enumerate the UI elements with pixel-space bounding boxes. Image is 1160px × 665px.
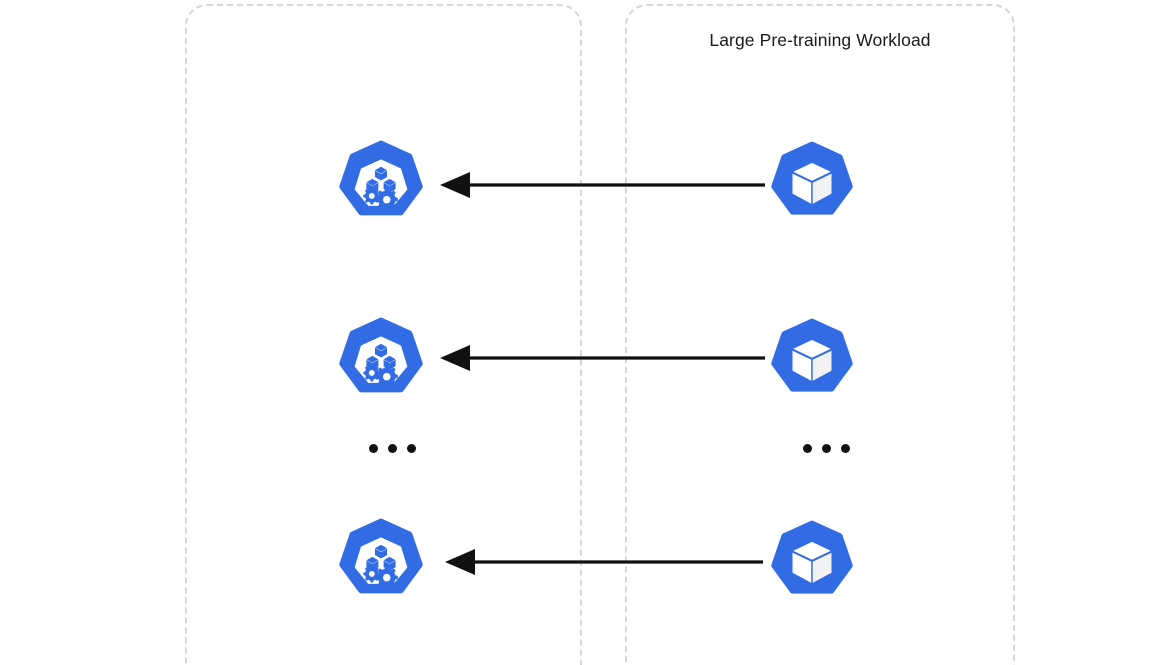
container-cube-icon	[770, 520, 854, 605]
ellipsis-dot	[388, 444, 397, 453]
group-title-right: Large Pre-training Workload	[709, 30, 931, 50]
ellipsis-dot	[822, 444, 831, 453]
arrow-row-2	[440, 343, 765, 373]
kubernetes-cluster-icon	[338, 317, 424, 404]
kubernetes-cluster-icon	[338, 518, 424, 605]
arrow-row-1	[440, 170, 765, 200]
group-container-right: Large Pre-training Workload	[625, 4, 1015, 665]
arrow-row-3	[445, 547, 763, 577]
ellipsis-dot	[369, 444, 378, 453]
ellipsis-left: •••	[369, 444, 416, 453]
ellipsis-right: •••	[803, 444, 850, 453]
ellipsis-dot	[407, 444, 416, 453]
group-container-left	[185, 4, 582, 665]
ellipsis-dot	[841, 444, 850, 453]
container-cube-icon	[770, 141, 854, 226]
kubernetes-cluster-icon	[338, 140, 424, 227]
ellipsis-dot	[803, 444, 812, 453]
container-cube-icon	[770, 318, 854, 403]
